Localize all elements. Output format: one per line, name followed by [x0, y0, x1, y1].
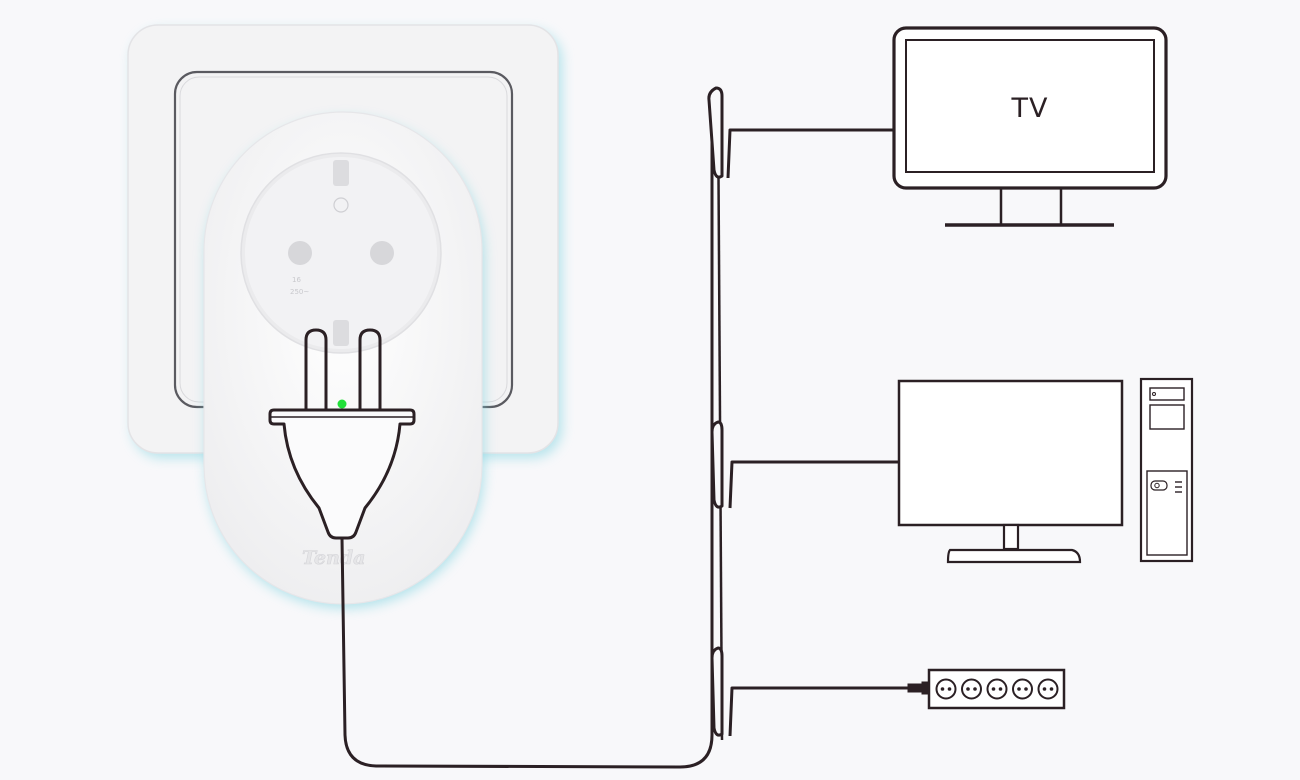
outlet-pin: [1042, 687, 1047, 691]
tv-label: TV: [1011, 93, 1049, 124]
outlet-pin: [966, 687, 970, 691]
outlet-pin: [1024, 687, 1028, 691]
outlet-pin: [991, 687, 996, 691]
strip-outlet: [935, 678, 957, 700]
wiring-branches: [707, 86, 908, 737]
outlet-pin: [1017, 687, 1021, 691]
strip-outlet: [1012, 678, 1033, 700]
computer-device: [897, 377, 1194, 564]
outlet-pin: [998, 687, 1003, 691]
strip-outlet: [1037, 678, 1059, 700]
powerline-adapter: 16 250~ Tenda: [203, 111, 484, 608]
rating-text-1: 16: [292, 276, 301, 284]
brand-logo: Tenda: [302, 547, 365, 569]
outlet-pin: [947, 687, 952, 691]
monitor: [897, 379, 1124, 564]
outlet-pin: [1049, 687, 1054, 691]
power-strip-device: [907, 668, 1066, 710]
rating-text-2: 250~: [290, 288, 309, 296]
tv-device: TV: [892, 26, 1168, 227]
strip-outlet: [986, 678, 1008, 700]
strip-outlets: [935, 678, 1059, 700]
status-led: [337, 399, 347, 409]
adapter-socket: 16 250~: [240, 152, 442, 354]
power-cable: [340, 95, 724, 769]
pc-tower: [1139, 377, 1194, 563]
strip-outlet: [961, 678, 982, 700]
outlet-pin: [973, 687, 977, 691]
outlet-pin: [940, 687, 945, 691]
